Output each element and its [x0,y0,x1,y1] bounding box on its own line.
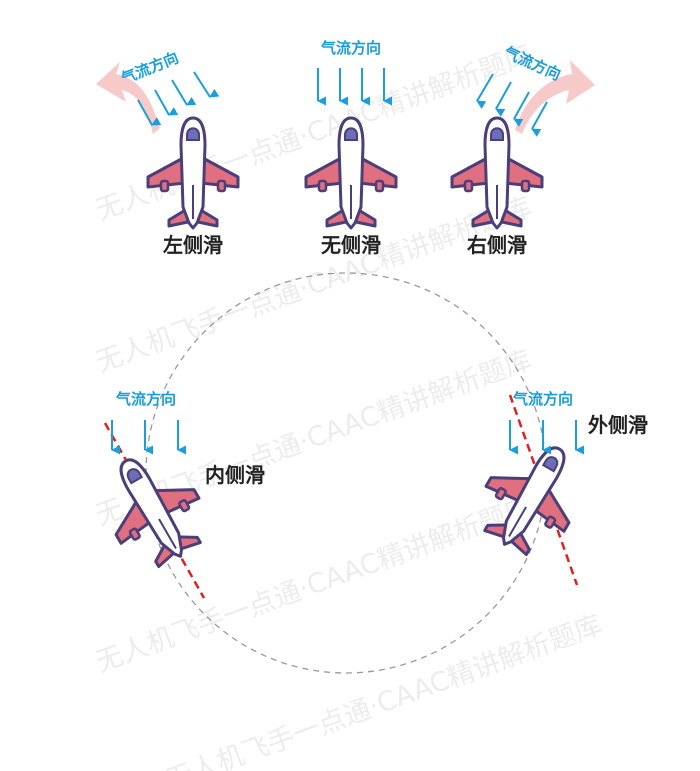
airflow-arrows [111,420,187,455]
caption-no-slip: 无侧滑 [321,233,381,257]
down-arrow-icon [531,101,548,137]
airflow-arrows [317,68,393,106]
caption-inner-slip: 内侧滑 [205,463,265,487]
down-arrow-icon [171,79,197,106]
airflow-label: 气流方向 [320,39,381,57]
airflow-label: 气流方向 [512,390,573,408]
down-arrow-icon [137,99,162,126]
airplane-icon [464,425,600,569]
no-slip-panel: 气流方向 无侧滑 [304,39,398,257]
watermark-2: 无人机飞手一点通·CAAC精讲解析题库 [92,192,536,379]
airflow-arrows [509,420,585,455]
watermark-5: 无人机飞手一点通·CAAC精讲解析题库 [162,610,606,771]
airflow-label: 气流方向 [118,49,181,89]
curved-arrow-icon [96,62,160,134]
down-arrow-icon [495,81,512,117]
curved-arrow-icon [515,60,595,134]
outer-slip-panel: 气流方向 外侧滑 [464,390,648,586]
airplane-icon [146,116,240,230]
caption-right-slip: 右侧滑 [467,233,527,257]
down-arrow-icon [154,89,179,116]
airflow-label: 气流方向 [115,390,176,408]
caption-outer-slip: 外侧滑 [588,413,648,437]
down-arrow-icon [513,91,530,127]
down-arrow-icon [476,73,494,110]
airflow-arrows [137,71,220,126]
airflow-arrows [476,73,548,137]
caption-left-slip: 左侧滑 [163,233,223,257]
inner-slip-panel: 气流方向 内侧滑 [85,390,265,599]
down-arrow-icon [193,71,220,98]
trajectory-line [103,422,206,599]
trajectory-line [508,394,579,586]
